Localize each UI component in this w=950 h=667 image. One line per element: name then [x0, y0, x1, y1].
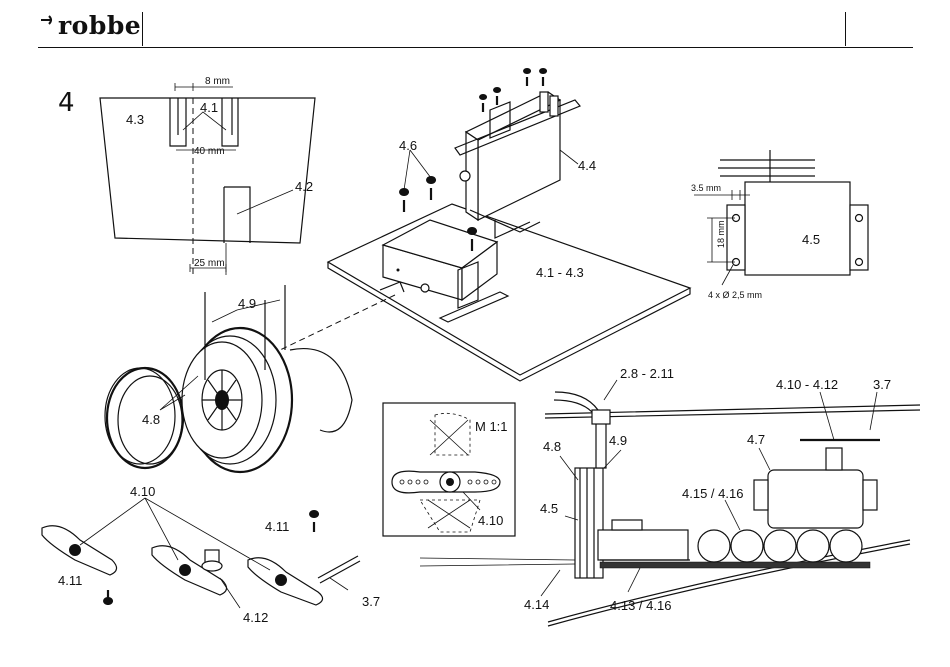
label-4-7: 4.7 [747, 432, 765, 447]
label-3-5mm: 3.5 mm [691, 183, 721, 193]
label-4-11-left: 4.11 [58, 573, 82, 588]
label-4-11-right: 4.11 [265, 519, 289, 534]
label-3-7-section: 3.7 [873, 377, 891, 392]
label-18mm: 18 mm [716, 220, 726, 248]
label-2-8-2-11: 2.8 - 2.11 [620, 366, 674, 381]
label-4-5-section: 4.5 [540, 501, 558, 516]
label-4-2: 4.2 [295, 179, 313, 194]
label-4-10-4-12: 4.10 - 4.12 [776, 377, 838, 392]
label-4-12: 4.12 [243, 610, 268, 625]
label-8mm: 8 mm [205, 76, 230, 87]
label-4-14: 4.14 [524, 597, 549, 612]
label-4-9-section: 4.9 [609, 433, 627, 448]
label-4-4: 4.4 [578, 158, 596, 173]
cutting-template: 4.3 4.1 8 mm 40 mm 4.2 25 mm [100, 76, 315, 275]
label-4-5: 4.5 [802, 232, 820, 247]
label-4-9: 4.9 [238, 296, 256, 311]
label-4-1-4-3: 4.1 - 4.3 [536, 265, 584, 280]
label-40mm: 40 mm [194, 146, 225, 157]
servo-detail: 4.5 3.5 mm 18 mm 4 x Ø 2,5 mm [691, 150, 868, 300]
label-holes: 4 x Ø 2,5 mm [708, 290, 762, 300]
label-25mm: 25 mm [194, 258, 225, 269]
label-4-6: 4.6 [399, 138, 417, 153]
inset-m1-1: M 1:1 4.10 [383, 403, 515, 536]
label-4-10-inset: 4.10 [478, 513, 503, 528]
label-4-8: 4.8 [142, 412, 160, 427]
label-4-10-horns: 4.10 [130, 484, 155, 499]
fuselage-section: 2.8 - 2.11 4.10 - 4.12 3.7 4.8 4.9 4.7 4… [420, 366, 920, 626]
label-4-13-4-16: 4.13 / 4.16 [610, 598, 671, 613]
label-4-1: 4.1 [200, 100, 218, 115]
label-m1-1: M 1:1 [475, 419, 508, 434]
label-4-8-section: 4.8 [543, 439, 561, 454]
label-4-15-4-16: 4.15 / 4.16 [682, 486, 743, 501]
servo-horns: 4.10 4.11 4.11 4.12 3.7 [42, 484, 380, 625]
label-3-7-horn: 3.7 [362, 594, 380, 609]
servo-plate-assembly: 4.6 4.4 4.1 - 4.3 [280, 68, 690, 381]
label-4-3: 4.3 [126, 112, 144, 127]
drum-and-springs: 4.9 4.8 [105, 285, 352, 472]
battery-cells [698, 530, 862, 562]
